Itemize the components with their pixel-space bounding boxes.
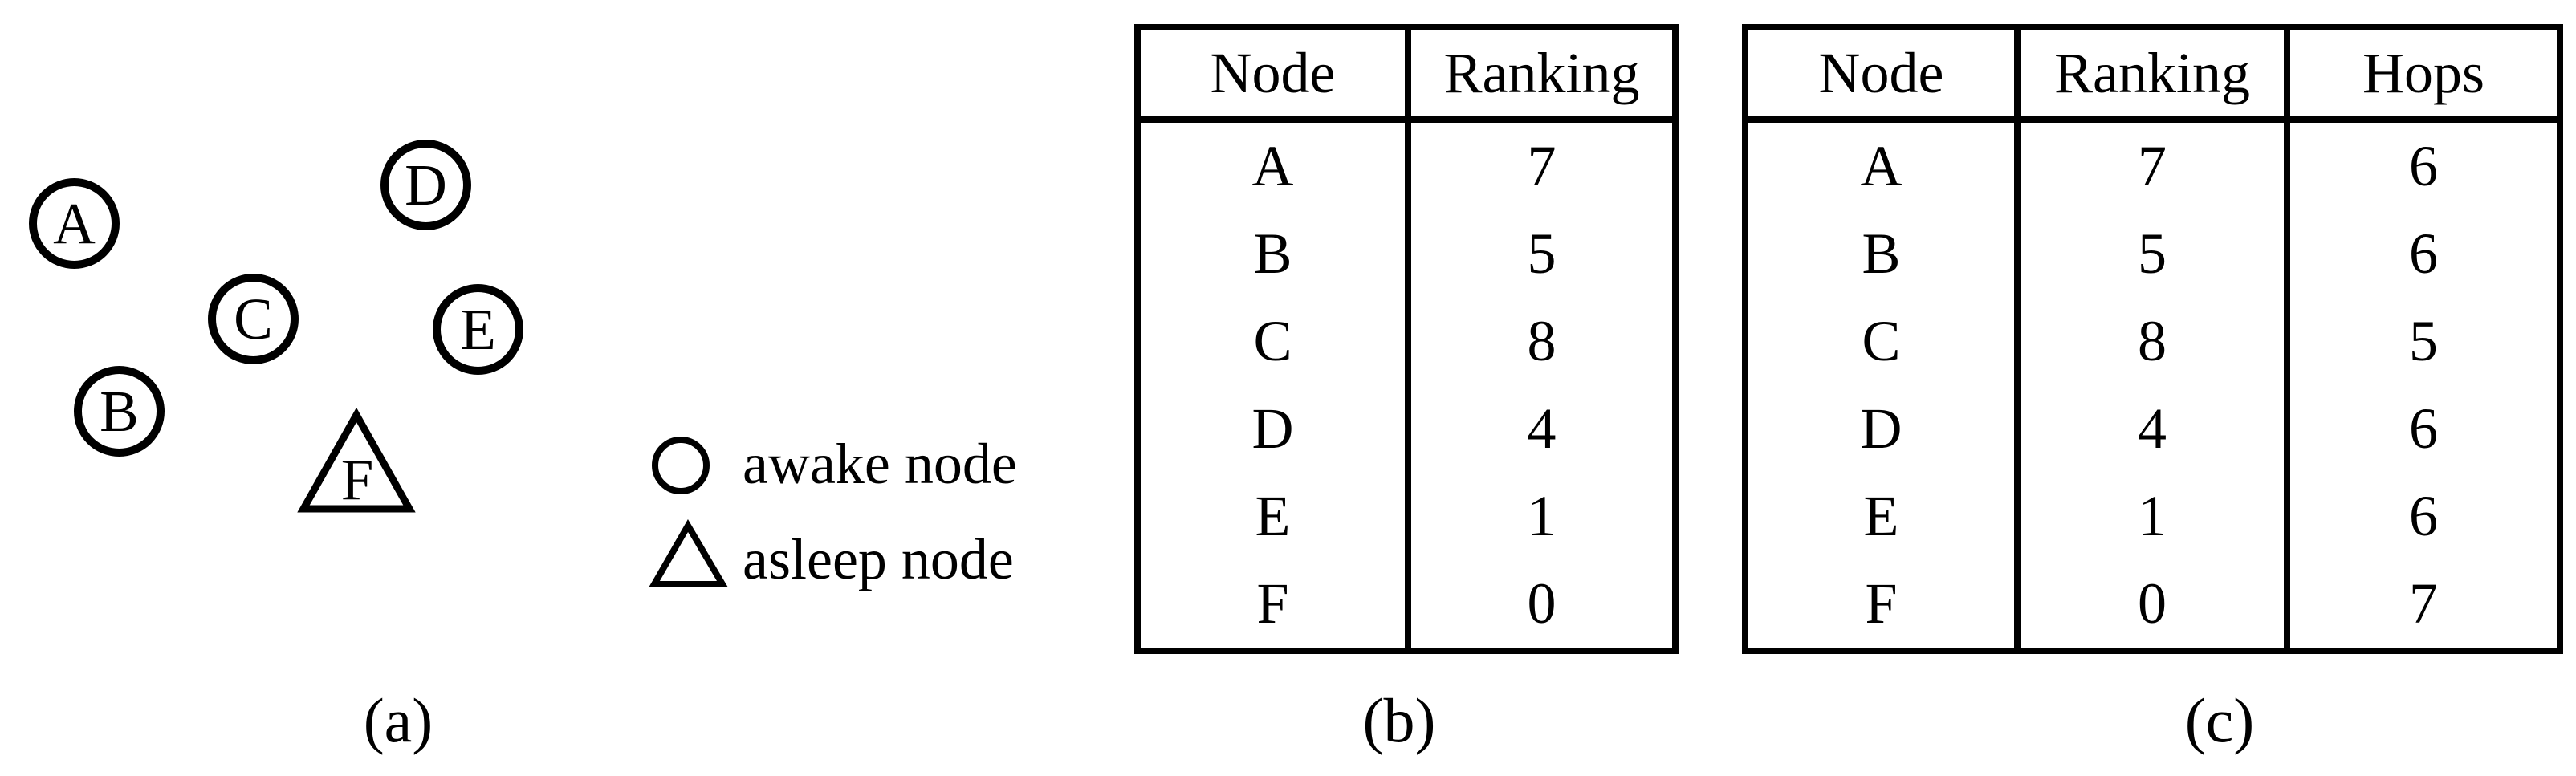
table-cell: D — [1251, 396, 1294, 461]
table-cell: 8 — [2014, 298, 2284, 385]
node-e-label: E — [460, 297, 496, 362]
table-cell: 6 — [2284, 210, 2557, 298]
table-cell: F — [1256, 571, 1289, 636]
column-header-node: Node — [1748, 30, 2014, 123]
table-cell: 5 — [1405, 210, 1672, 298]
table-cell: 8 — [1405, 298, 1672, 385]
table-cell: B — [1862, 221, 1901, 286]
table-cell: F — [1865, 571, 1898, 636]
column-header-ranking: Ranking — [1405, 30, 1672, 123]
table-cell: E — [1863, 484, 1899, 548]
node-c: C — [208, 274, 299, 364]
node-a: A — [29, 178, 120, 269]
table-cell: 0 — [1405, 560, 1672, 648]
node-d: D — [380, 140, 471, 230]
caption-c: (c) — [2184, 685, 2255, 755]
table-cell: 6 — [2284, 385, 2557, 473]
legend-awake-label: awake node — [743, 432, 1017, 496]
table-header-row: Node Ranking — [1141, 30, 1672, 123]
table-cell: 4 — [1405, 385, 1672, 473]
awake-node-circle-icon — [652, 437, 710, 494]
table-header-row: Node Ranking Hops — [1748, 30, 2557, 123]
asleep-node-triangle-icon — [649, 519, 728, 587]
table-cell: E — [1255, 484, 1291, 548]
asleep-triangle-shape — [297, 407, 416, 513]
caption-a: (a) — [363, 685, 433, 755]
column-header-node: Node — [1141, 30, 1405, 123]
column-header-hops: Hops — [2284, 30, 2557, 123]
table-cell: D — [1860, 396, 1902, 461]
table-cell: 1 — [1405, 473, 1672, 560]
node-e: E — [433, 284, 523, 375]
table-cell: 0 — [2014, 560, 2284, 648]
table-cell: C — [1253, 309, 1292, 373]
table-cell: 7 — [2014, 123, 2284, 210]
table-cell: B — [1253, 221, 1292, 286]
caption-b: (b) — [1362, 685, 1436, 755]
table-cell: 5 — [2284, 298, 2557, 385]
table-cell: 4 — [2014, 385, 2284, 473]
table-cell: 7 — [2284, 560, 2557, 648]
node-b-label: B — [100, 379, 139, 444]
node-c-label: C — [234, 286, 273, 351]
table-cell: C — [1862, 309, 1901, 373]
column-header-ranking: Ranking — [2014, 30, 2284, 123]
table-cell: 7 — [1405, 123, 1672, 210]
node-f-label: F — [341, 447, 374, 512]
legend-asleep-label: asleep node — [743, 527, 1014, 591]
table-cell: 5 — [2014, 210, 2284, 298]
table-cell: 6 — [2284, 123, 2557, 210]
table-cell: 1 — [2014, 473, 2284, 560]
node-b: B — [74, 366, 165, 457]
table-cell: A — [1251, 134, 1294, 198]
node-d-label: D — [405, 152, 447, 217]
node-f: F — [297, 407, 416, 513]
node-a-label: A — [53, 191, 96, 256]
table-cell: 6 — [2284, 473, 2557, 560]
table-cell: A — [1860, 134, 1902, 198]
